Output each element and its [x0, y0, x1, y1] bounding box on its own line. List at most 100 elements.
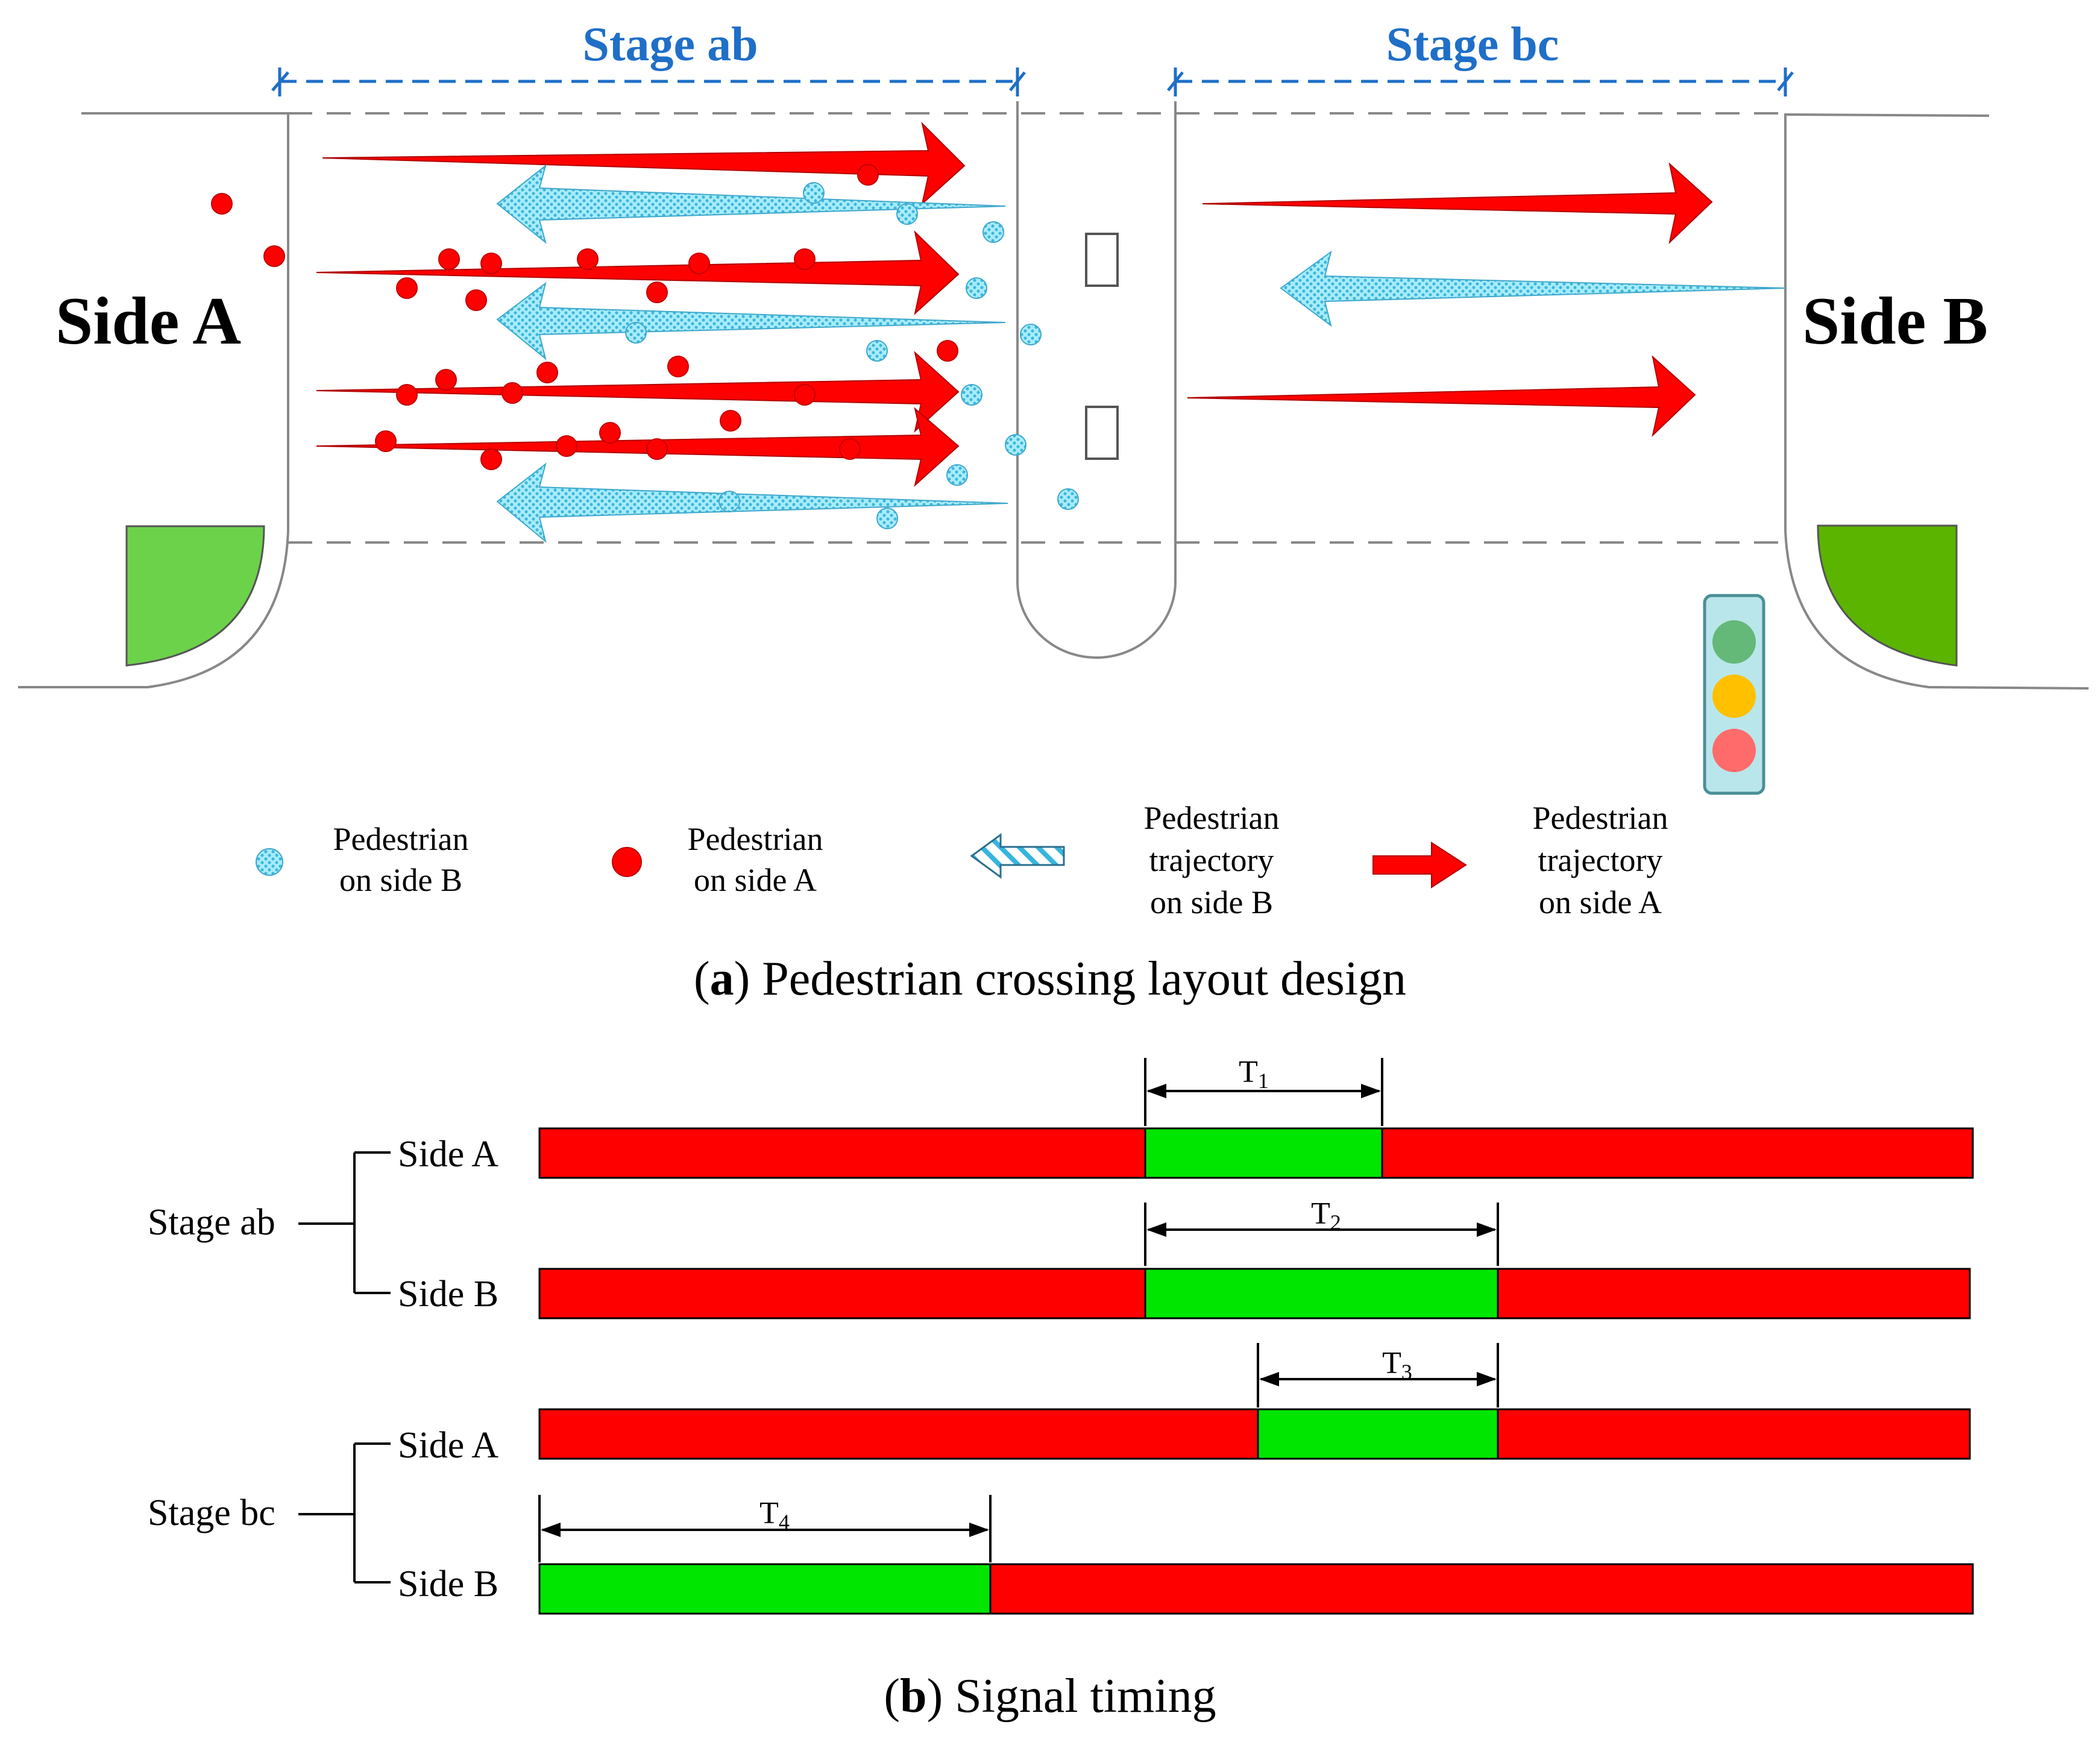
- pedestrian-side-b: [625, 322, 647, 344]
- timing-side-a-label: Side A: [398, 1425, 498, 1466]
- pedestrian-side-a: [263, 245, 285, 267]
- green-area-right: [1817, 524, 1958, 667]
- trajectory-arrow-side-a: [1187, 355, 1696, 437]
- signal-green-phase: [1144, 1127, 1383, 1179]
- timing-side-b-label: Side B: [398, 1274, 498, 1315]
- pedestrian-side-a: [396, 384, 418, 406]
- signal-red-phase: [538, 1127, 1146, 1179]
- signal-red-phase: [1381, 1127, 1974, 1179]
- pedestrian-side-b: [896, 203, 918, 225]
- signal-red-phase: [538, 1268, 1146, 1319]
- pedestrians-side-b: [625, 182, 1079, 529]
- median-post: [1085, 233, 1119, 287]
- traffic-light-yellow-icon: [1712, 675, 1756, 718]
- trajectory-arrow-side-b: [496, 462, 1008, 543]
- interval-t1-label: T1: [1239, 1055, 1269, 1093]
- signal-red-phase: [1497, 1268, 1971, 1319]
- trajectory-arrow-side-a: [322, 121, 966, 206]
- legend-traj-a-line2: trajectory: [1538, 842, 1663, 878]
- side-a-label: Side A: [55, 284, 241, 359]
- right-curb: [1784, 113, 2089, 690]
- signal-green-phase: [1257, 1408, 1499, 1460]
- pedestrian-side-b: [1057, 488, 1079, 510]
- pedestrian-side-a: [480, 253, 502, 274]
- legend-ped-b-line2: on side B: [339, 862, 462, 898]
- interval-t4-label: T4: [759, 1496, 790, 1534]
- traffic-light: [1703, 594, 1765, 795]
- caption-b: (b) Signal timing: [884, 1670, 1216, 1723]
- pedestrian-side-b: [718, 491, 740, 512]
- pedestrian-side-a: [396, 277, 418, 299]
- trajectories-side-b: [496, 164, 1786, 543]
- pedestrian-side-a: [794, 384, 816, 406]
- road-layout: [18, 101, 2089, 690]
- pedestrian-side-b: [1005, 434, 1026, 456]
- pedestrian-side-a: [556, 435, 577, 457]
- green-area-left: [125, 525, 265, 667]
- caption-a: (a) Pedestrian crossing layout design: [694, 952, 1406, 1005]
- timing-side-b-label: Side B: [398, 1564, 498, 1605]
- caption-b-text: Signal timing: [943, 1670, 1216, 1723]
- caption-a-letter: a: [710, 952, 734, 1005]
- legend-traj-a-icon: [1372, 841, 1467, 888]
- pedestrian-side-a: [577, 248, 599, 270]
- pedestrian-side-a: [646, 438, 668, 460]
- stage-ab-label: Stage ab: [582, 18, 758, 71]
- legend-traj-a-line3: on side A: [1539, 884, 1662, 920]
- trajectory-arrow-side-a: [316, 351, 960, 433]
- trajectory-arrow-side-b: [496, 281, 1006, 360]
- signal-red-phase: [538, 1408, 1259, 1460]
- pedestrian-side-a: [211, 193, 233, 215]
- pedestrian-side-b: [866, 340, 888, 362]
- trajectory-arrow-side-b: [1280, 250, 1786, 327]
- pedestrians-side-a: [211, 164, 958, 470]
- pedestrian-side-a: [794, 248, 816, 270]
- pedestrian-side-a: [480, 448, 502, 470]
- pedestrian-side-a: [435, 369, 457, 391]
- legend-traj-b-line3: on side B: [1150, 884, 1273, 920]
- trajectories-side-a: [316, 121, 1713, 487]
- trajectory-arrow-side-a: [1202, 162, 1713, 244]
- trajectory-arrow-side-b: [496, 164, 1006, 244]
- pedestrian-side-a: [720, 410, 741, 432]
- signal-green-phase: [1144, 1268, 1499, 1319]
- pedestrian-side-a: [646, 281, 668, 303]
- stage-bc-label: Stage bc: [1386, 18, 1559, 71]
- pedestrian-side-a: [536, 362, 558, 383]
- median-post: [1085, 406, 1119, 460]
- timing-stage-bc-label: Stage bc: [148, 1492, 275, 1533]
- pedestrian-side-b: [982, 221, 1004, 243]
- signal-red-phase: [1497, 1408, 1971, 1460]
- pedestrian-side-a: [375, 430, 397, 452]
- pedestrian-side-b: [803, 182, 825, 204]
- signal-green-phase: [538, 1563, 992, 1615]
- traffic-light-red-icon: [1712, 729, 1756, 772]
- legend-ped-a-icon: [612, 847, 642, 877]
- legend-traj-b-icon: [970, 833, 1065, 879]
- traffic-light-green-icon: [1712, 620, 1756, 664]
- legend-traj-b-line1: Pedestrian: [1144, 800, 1280, 836]
- interval-t3-label: T3: [1382, 1346, 1412, 1384]
- pedestrian-side-b: [876, 508, 898, 529]
- median-island: [1016, 101, 1177, 659]
- signal-red-phase: [989, 1563, 1974, 1615]
- pedestrian-side-b: [1020, 324, 1042, 345]
- pedestrian-side-a: [688, 253, 710, 274]
- legend-traj-b-line2: trajectory: [1149, 842, 1274, 878]
- pedestrian-side-a: [465, 289, 487, 311]
- pedestrian-side-a: [857, 164, 879, 186]
- caption-b-letter: b: [900, 1670, 927, 1723]
- pedestrian-side-a: [501, 382, 523, 404]
- trajectory-arrow-side-a: [316, 230, 960, 315]
- legend-ped-a-line1: Pedestrian: [688, 821, 823, 857]
- pedestrian-side-b: [966, 277, 987, 299]
- timing-stage-ab-label: Stage ab: [148, 1202, 275, 1243]
- interval-t2-label: T2: [1311, 1197, 1341, 1234]
- legend: Pedestrian on side B Pedestrian on side …: [256, 800, 1668, 920]
- trajectory-arrow-side-a: [316, 407, 960, 487]
- pedestrian-side-a: [937, 340, 958, 362]
- legend-ped-b-line1: Pedestrian: [333, 821, 469, 857]
- pedestrian-side-b: [946, 464, 968, 486]
